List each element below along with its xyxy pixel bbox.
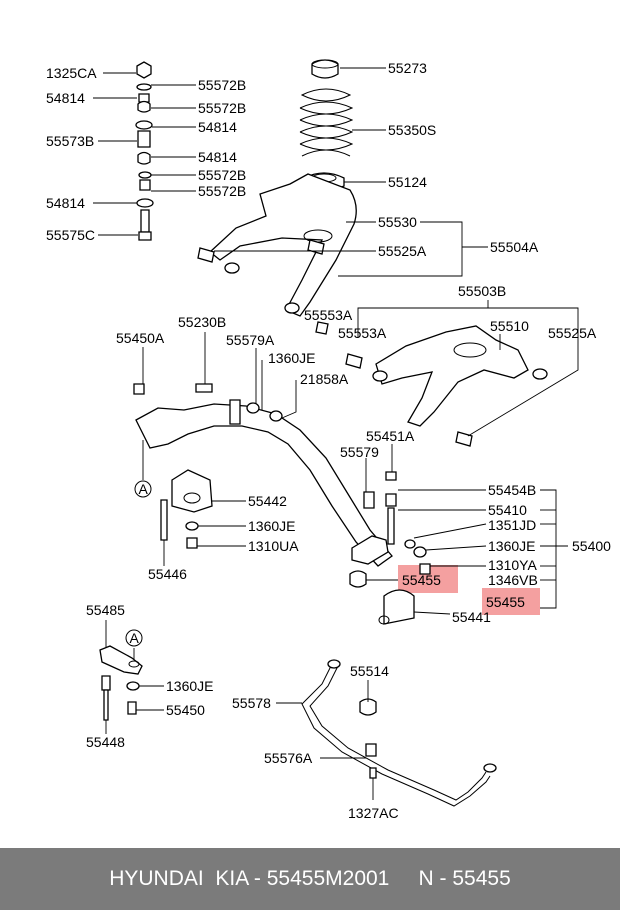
label-55485: 55485 bbox=[86, 602, 125, 618]
bolt-stack-drawing bbox=[135, 61, 154, 241]
label-1351JD: 1351JD bbox=[488, 517, 536, 533]
label-54814: 54814 bbox=[46, 90, 85, 106]
label-55273: 55273 bbox=[388, 60, 427, 76]
label-55124: 55124 bbox=[388, 174, 427, 190]
label-54814: 54814 bbox=[198, 149, 237, 165]
lower-left-bracket-drawing bbox=[99, 645, 143, 721]
label-55455-lower: 55455 bbox=[486, 594, 525, 610]
label-55510: 55510 bbox=[490, 318, 529, 334]
crossmember-leaders bbox=[142, 332, 297, 480]
footer-part-number-text: HYUNDAI KIA - 55455M2001 N - 55455 bbox=[109, 867, 511, 890]
label-54814: 54814 bbox=[198, 119, 237, 135]
label-21858A: 21858A bbox=[300, 371, 349, 387]
link-leaders bbox=[365, 444, 568, 615]
label-55504A: 55504A bbox=[490, 239, 539, 255]
lower-arm-leaders bbox=[357, 300, 579, 437]
spring-strut-drawing bbox=[299, 59, 354, 192]
label-55579: 55579 bbox=[340, 444, 379, 460]
label-55576A: 55576A bbox=[264, 750, 313, 766]
label-55525A: 55525A bbox=[548, 325, 597, 341]
label-55579A: 55579A bbox=[226, 332, 275, 348]
label-55573B: 55573B bbox=[46, 133, 94, 149]
label-55525A: 55525A bbox=[378, 243, 427, 259]
label-55400: 55400 bbox=[572, 538, 611, 554]
label-55503B: 55503B bbox=[458, 283, 506, 299]
crossmember-drawing bbox=[133, 383, 393, 567]
bracket-leaders bbox=[163, 500, 246, 566]
label-1346VB: 1346VB bbox=[488, 572, 538, 588]
label-55450: 55450 bbox=[166, 702, 205, 718]
label-55572B: 55572B bbox=[198, 167, 246, 183]
label-55572B: 55572B bbox=[198, 100, 246, 116]
label-55553A: 55553A bbox=[338, 325, 387, 341]
label-55572B: 55572B bbox=[198, 77, 246, 93]
marker-a-2: A bbox=[130, 630, 140, 646]
label-55448: 55448 bbox=[86, 734, 125, 750]
label-55441: 55441 bbox=[452, 609, 491, 625]
label-55442: 55442 bbox=[248, 493, 287, 509]
upper-arm-leaders bbox=[214, 221, 488, 277]
upper-control-arm-drawing bbox=[197, 173, 357, 335]
label-55578: 55578 bbox=[232, 695, 271, 711]
marker-a-1: A bbox=[139, 481, 149, 497]
label-55454B: 55454B bbox=[488, 482, 536, 498]
label-55572B: 55572B bbox=[198, 183, 246, 199]
link-assembly-drawing bbox=[349, 471, 431, 625]
label-1327AC: 1327AC bbox=[348, 805, 399, 821]
label-55451A: 55451A bbox=[366, 428, 415, 444]
label-54814: 54814 bbox=[46, 195, 85, 211]
bracket-55442-drawing bbox=[160, 469, 213, 549]
label-1310UA: 1310UA bbox=[248, 538, 299, 554]
label-55455-upper: 55455 bbox=[402, 572, 441, 588]
label-55553A: 55553A bbox=[304, 307, 353, 323]
label-1310YA: 1310YA bbox=[488, 557, 537, 573]
label-55230B: 55230B bbox=[178, 314, 226, 330]
label-1360JE: 1360JE bbox=[488, 538, 535, 554]
marker-a-circle-1 bbox=[134, 480, 152, 498]
spring-leaders bbox=[340, 67, 386, 183]
label-1325CA: 1325CA bbox=[46, 65, 97, 81]
label-55446: 55446 bbox=[148, 566, 187, 582]
stabilizer-leaders bbox=[276, 680, 374, 800]
label-55514: 55514 bbox=[350, 663, 389, 679]
footer-bar: HYUNDAI KIA - 55455M2001 N - 55455 bbox=[0, 848, 620, 910]
label-55530: 55530 bbox=[378, 214, 417, 230]
lower-left-leaders bbox=[105, 620, 164, 734]
label-1360JE: 1360JE bbox=[268, 350, 315, 366]
bolt-stack-leaders bbox=[93, 72, 196, 236]
highlight-box-55455-lower bbox=[482, 588, 540, 615]
label-55575C: 55575C bbox=[46, 227, 95, 243]
marker-a-circle-2 bbox=[125, 629, 143, 647]
lower-control-arm-drawing bbox=[345, 325, 548, 447]
parts-diagram: 1325CA 55572B 54814 55572B 54814 55573B … bbox=[46, 59, 611, 821]
label-55450A: 55450A bbox=[116, 330, 165, 346]
label-1360JE: 1360JE bbox=[166, 678, 213, 694]
label-1360JE: 1360JE bbox=[248, 518, 295, 534]
label-55410: 55410 bbox=[488, 502, 527, 518]
stabilizer-bar-drawing bbox=[301, 659, 497, 807]
label-55350S: 55350S bbox=[388, 122, 436, 138]
